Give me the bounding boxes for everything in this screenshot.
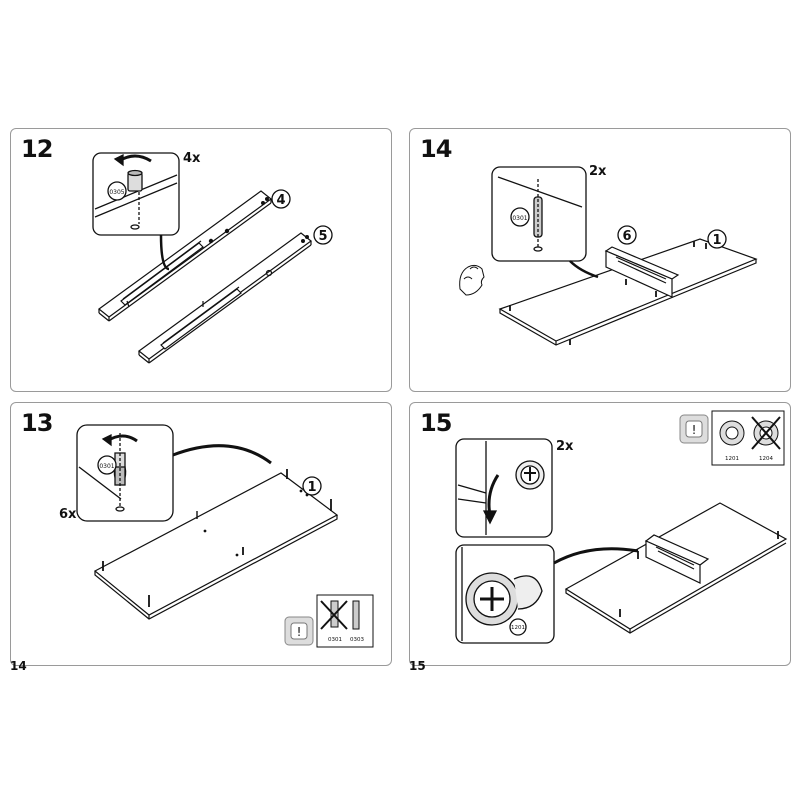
panel-4-label: 4: [276, 193, 285, 208]
caution-sign: !: [679, 414, 709, 444]
part-code-label: 0301: [99, 463, 114, 470]
step-13-quantity: 6x: [59, 507, 77, 522]
step-15-detail-callout-bottom: [455, 544, 639, 644]
step-12-panel: 12 4x: [10, 128, 392, 392]
panel-1-label: 1: [712, 233, 721, 248]
wrong-part-code: 0301: [328, 637, 342, 643]
step-12-illustration: 0305 4 5: [92, 152, 333, 364]
upright-panel: [644, 534, 710, 584]
panel-5-label: 5: [318, 229, 327, 244]
step-14-quantity: 2x: [589, 164, 607, 179]
step-15-quantity: 2x: [556, 439, 574, 454]
page-number-left: 14: [10, 659, 27, 673]
step-14-panel: 14 2x: [409, 128, 791, 392]
part-code-label: 1201: [511, 625, 525, 631]
step-14-number: 14: [420, 135, 452, 163]
step-15-detail-callout-top: [455, 438, 553, 538]
step-15-number: 15: [420, 409, 452, 437]
panel-6-board: [604, 246, 680, 298]
correct-part-code: 1201: [725, 456, 739, 462]
step-15-panel: 15 2x: [409, 402, 791, 666]
panel-1-board: [93, 469, 339, 620]
part-code-label: 0305: [109, 189, 124, 196]
panel-4-label-circle: [271, 189, 291, 209]
step-14-detail-callout: [491, 166, 599, 279]
panel-5-label-circle: [313, 225, 333, 245]
part-code-label: 0301: [512, 215, 527, 222]
part-comparison-box: [711, 410, 785, 466]
wrong-part-code: 1204: [759, 456, 773, 462]
panel-6-label-circle: [617, 225, 637, 245]
part-comparison-box: [316, 594, 374, 648]
panel-4-board: [98, 190, 272, 322]
step-13-panel: 13 6x: [10, 402, 392, 666]
panel-1-label-circle: [707, 229, 727, 249]
panel-1-label: 1: [307, 480, 316, 495]
exclamation-icon: !: [297, 625, 302, 639]
panel-1-label-circle: [302, 476, 322, 496]
exclamation-icon: !: [692, 423, 697, 437]
panel-6-label: 6: [622, 229, 631, 244]
caution-sign: !: [284, 616, 314, 646]
step-12-quantity: 4x: [183, 151, 201, 166]
page-number-right: 15: [409, 659, 426, 673]
step-15-illustration: 1201 ! 1201 1204: [455, 410, 788, 644]
step-12-detail-callout: [92, 152, 180, 271]
correct-part-code: 0303: [350, 637, 364, 643]
step-12-number: 12: [21, 135, 53, 163]
step-13-detail-callout: [76, 424, 272, 522]
step-13-number: 13: [21, 409, 53, 437]
step-14-illustration: 0301 6 1: [459, 166, 758, 346]
panel-5-board: [138, 232, 312, 364]
hand-icon: [459, 264, 485, 296]
step-13-illustration: 0301 1 ! 0301 0303: [76, 424, 374, 648]
